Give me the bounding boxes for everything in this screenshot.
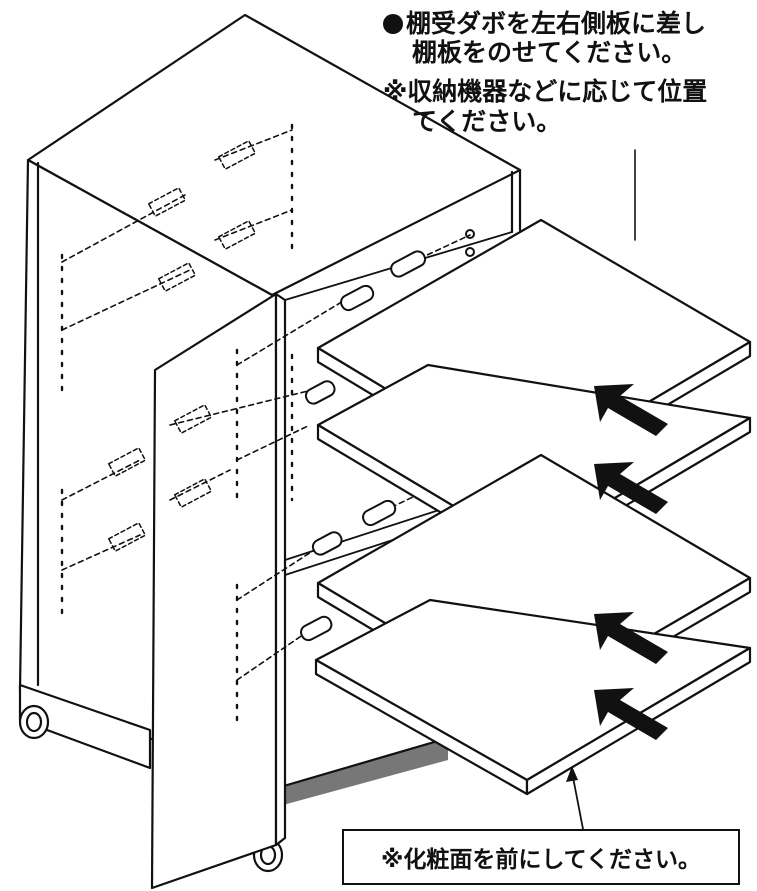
direction-arrows xyxy=(594,384,668,740)
instruction-line-3: ※収納機器などに応じて位置 xyxy=(383,78,707,106)
instruction-line-2: 棚板をのせてください。 xyxy=(412,39,686,67)
arrow-icon-4 xyxy=(594,688,668,740)
instruction-text-1: 棚受ダボを左右側板に差し xyxy=(406,9,707,38)
callout-leader-line xyxy=(571,771,584,830)
instruction-text-2: 棚板をのせてください。 xyxy=(412,38,687,67)
hidden-dowels xyxy=(107,140,425,594)
callout-text: ※化粧面を前にしてください。 xyxy=(381,847,701,873)
bottom-back-shadow xyxy=(270,738,448,808)
instruction-line-1: 棚受ダボを左右側板に差し xyxy=(383,10,706,38)
right-side-panel xyxy=(150,292,287,890)
instruction-line-4: てください。 xyxy=(412,108,561,136)
arrow-icon-2 xyxy=(594,462,668,514)
base-plinth xyxy=(18,683,152,770)
dowel-pins xyxy=(300,229,475,642)
instruction-text-3: ※収納機器などに応じて位置 xyxy=(383,77,708,106)
arrow-icon-3 xyxy=(594,612,668,664)
instruction-text-4: てください。 xyxy=(412,107,562,136)
callout-box: ※化粧面を前にしてください。 xyxy=(342,829,740,885)
arrow-icon-1 xyxy=(594,384,668,436)
bullet-icon xyxy=(383,14,403,34)
